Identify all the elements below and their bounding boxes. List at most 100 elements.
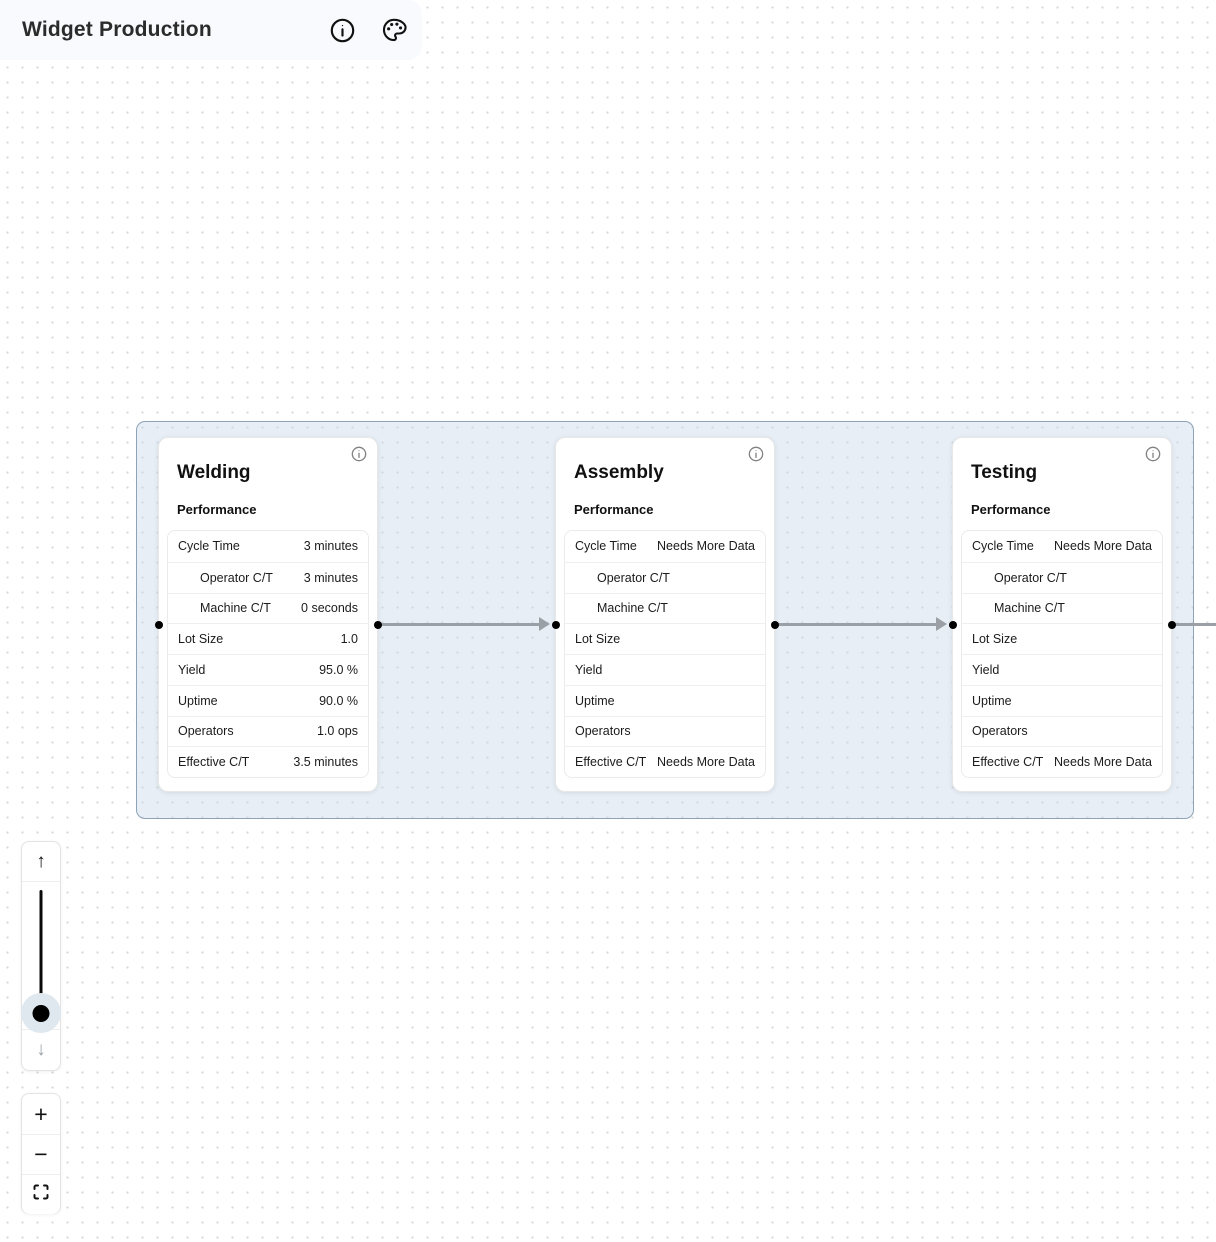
slider-track[interactable]	[21, 882, 61, 1033]
metric-label: Operator C/T	[200, 570, 273, 585]
edge-welding-assembly[interactable]	[378, 622, 542, 626]
arrow-up-icon: ↑	[36, 850, 46, 872]
node-title: Welding	[177, 462, 251, 483]
metric-label: Operator C/T	[994, 570, 1067, 585]
metric-label: Machine C/T	[200, 601, 271, 616]
output-handle[interactable]	[373, 621, 382, 629]
metric-label: Yield	[575, 662, 603, 677]
metric-label: Yield	[972, 662, 1000, 677]
metric-row[interactable]: Effective C/T Needs More Data	[962, 746, 1162, 777]
metric-row[interactable]: Cycle Time Needs More Data	[962, 531, 1162, 562]
metric-row[interactable]: Uptime	[962, 684, 1162, 716]
minus-icon: −	[34, 1141, 48, 1167]
metric-label: Effective C/T	[178, 755, 250, 770]
metric-row[interactable]: Operator C/T	[962, 561, 1162, 593]
node-info-icon[interactable]	[351, 446, 367, 462]
edge-arrowhead	[936, 617, 947, 631]
metric-value: Needs More Data	[1054, 539, 1152, 554]
metric-row[interactable]: Machine C/T	[962, 592, 1162, 624]
metric-label: Operators	[178, 724, 234, 739]
palette-icon	[380, 16, 408, 44]
metric-label: Machine C/T	[994, 601, 1065, 616]
metric-label: Operators	[575, 724, 631, 739]
metric-value: 95.0 %	[319, 662, 358, 677]
metric-label: Uptime	[575, 693, 615, 708]
metric-label: Machine C/T	[597, 601, 668, 616]
metric-value: 3 minutes	[303, 539, 358, 554]
slider-track-line	[39, 890, 43, 1013]
metric-label: Lot Size	[972, 632, 1018, 647]
theme-button[interactable]	[380, 17, 407, 44]
input-handle[interactable]	[551, 621, 560, 629]
metric-label: Uptime	[972, 693, 1012, 708]
metric-value: Needs More Data	[657, 539, 755, 554]
metric-row[interactable]: Lot Size	[565, 623, 765, 654]
metric-row[interactable]: Operators	[565, 715, 765, 747]
node-info-icon[interactable]	[748, 446, 764, 462]
metric-label: Lot Size	[178, 632, 224, 647]
metric-row[interactable]: Machine C/T	[565, 592, 765, 624]
zoom-out-button[interactable]: −	[22, 1134, 60, 1174]
fit-view-icon	[33, 1184, 49, 1206]
metric-label: Cycle Time	[178, 539, 240, 554]
metric-row[interactable]: Effective C/T Needs More Data	[565, 746, 765, 777]
metric-row[interactable]: Uptime 90.0 %	[168, 684, 368, 716]
zoom-in-button[interactable]: +	[22, 1094, 60, 1134]
output-handle[interactable]	[1167, 621, 1176, 629]
metric-label: Uptime	[178, 693, 218, 708]
arrow-down-icon: ↓	[36, 1038, 46, 1060]
node-info-icon[interactable]	[1145, 446, 1161, 462]
metric-label: Operators	[972, 724, 1028, 739]
slider-up-button[interactable]: ↑	[22, 842, 60, 882]
node-title: Assembly	[574, 462, 664, 483]
metric-label: Effective C/T	[972, 755, 1044, 770]
fit-view-button[interactable]	[22, 1174, 60, 1214]
metric-row[interactable]: Effective C/T 3.5 minutes	[168, 746, 368, 777]
edge-arrowhead	[539, 617, 550, 631]
metric-value: 90.0 %	[319, 693, 358, 708]
metrics-table: Cycle Time 3 minutes Operator C/T 3 minute…	[167, 530, 369, 778]
info-icon	[329, 17, 356, 44]
edge-assembly-testing[interactable]	[775, 622, 937, 626]
metric-row[interactable]: Operator C/T 3 minutes	[168, 561, 368, 593]
metric-label: Cycle Time	[575, 539, 637, 554]
metric-value: 0 seconds	[301, 601, 358, 616]
metric-row[interactable]: Operators 1.0 ops	[168, 715, 368, 747]
metric-row[interactable]: Operators	[962, 715, 1162, 747]
metric-label: Cycle Time	[972, 539, 1034, 554]
metric-value: Needs More Data	[1054, 755, 1152, 770]
info-button[interactable]	[329, 17, 356, 44]
process-node-welding[interactable]: Welding Performance Cycle Time 3 minutes …	[154, 437, 382, 792]
metric-row[interactable]: Yield	[565, 654, 765, 685]
node-section-label: Performance	[971, 502, 1051, 517]
metric-row[interactable]: Yield	[962, 654, 1162, 685]
metric-row[interactable]: Cycle Time Needs More Data	[565, 531, 765, 562]
node-section-label: Performance	[177, 502, 257, 517]
slider-thumb[interactable]	[32, 1005, 50, 1022]
metric-value: 3.5 minutes	[293, 755, 358, 770]
metric-value: 3 minutes	[303, 570, 358, 585]
metric-row[interactable]: Lot Size	[962, 623, 1162, 654]
output-handle[interactable]	[770, 621, 779, 629]
metric-value: 1.0 ops	[316, 724, 358, 739]
edge-testing-offscreen[interactable]	[1171, 622, 1216, 626]
flow-title: Widget Production	[22, 18, 212, 41]
plus-icon: +	[34, 1100, 48, 1127]
metric-row[interactable]: Operator C/T	[565, 561, 765, 593]
metric-row[interactable]: Uptime	[565, 684, 765, 716]
metric-row[interactable]: Cycle Time 3 minutes	[168, 531, 368, 562]
input-handle[interactable]	[948, 621, 957, 629]
metric-row[interactable]: Machine C/T 0 seconds	[168, 592, 368, 624]
metric-label: Effective C/T	[575, 755, 647, 770]
zoom-controls-panel: + −	[21, 1093, 61, 1214]
slider-down-button[interactable]: ↓	[22, 1029, 60, 1069]
input-handle[interactable]	[154, 621, 163, 629]
node-title: Testing	[971, 462, 1038, 483]
metric-value: Needs More Data	[657, 755, 755, 770]
